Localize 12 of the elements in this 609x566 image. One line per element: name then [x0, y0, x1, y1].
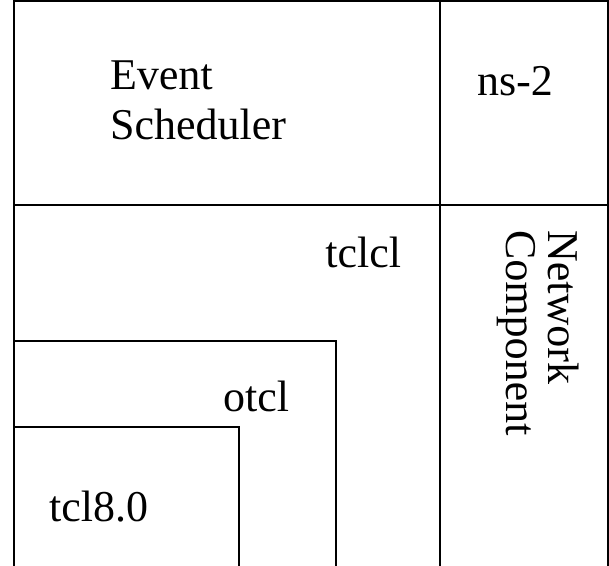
layer-box	[13, 426, 240, 566]
layer-label: tclcl	[325, 228, 401, 278]
panel-label: Network Component	[499, 230, 583, 438]
scheduler-panel	[13, 0, 441, 206]
component-panel	[439, 204, 609, 566]
layer-box	[13, 340, 337, 566]
panel-label: Event Scheduler	[110, 50, 287, 150]
layer-box	[13, 204, 441, 566]
panel-label: ns-2	[477, 56, 553, 106]
layer-label: tcl8.0	[49, 482, 148, 532]
layer-label: otcl	[223, 372, 289, 422]
top-panel	[439, 0, 609, 206]
